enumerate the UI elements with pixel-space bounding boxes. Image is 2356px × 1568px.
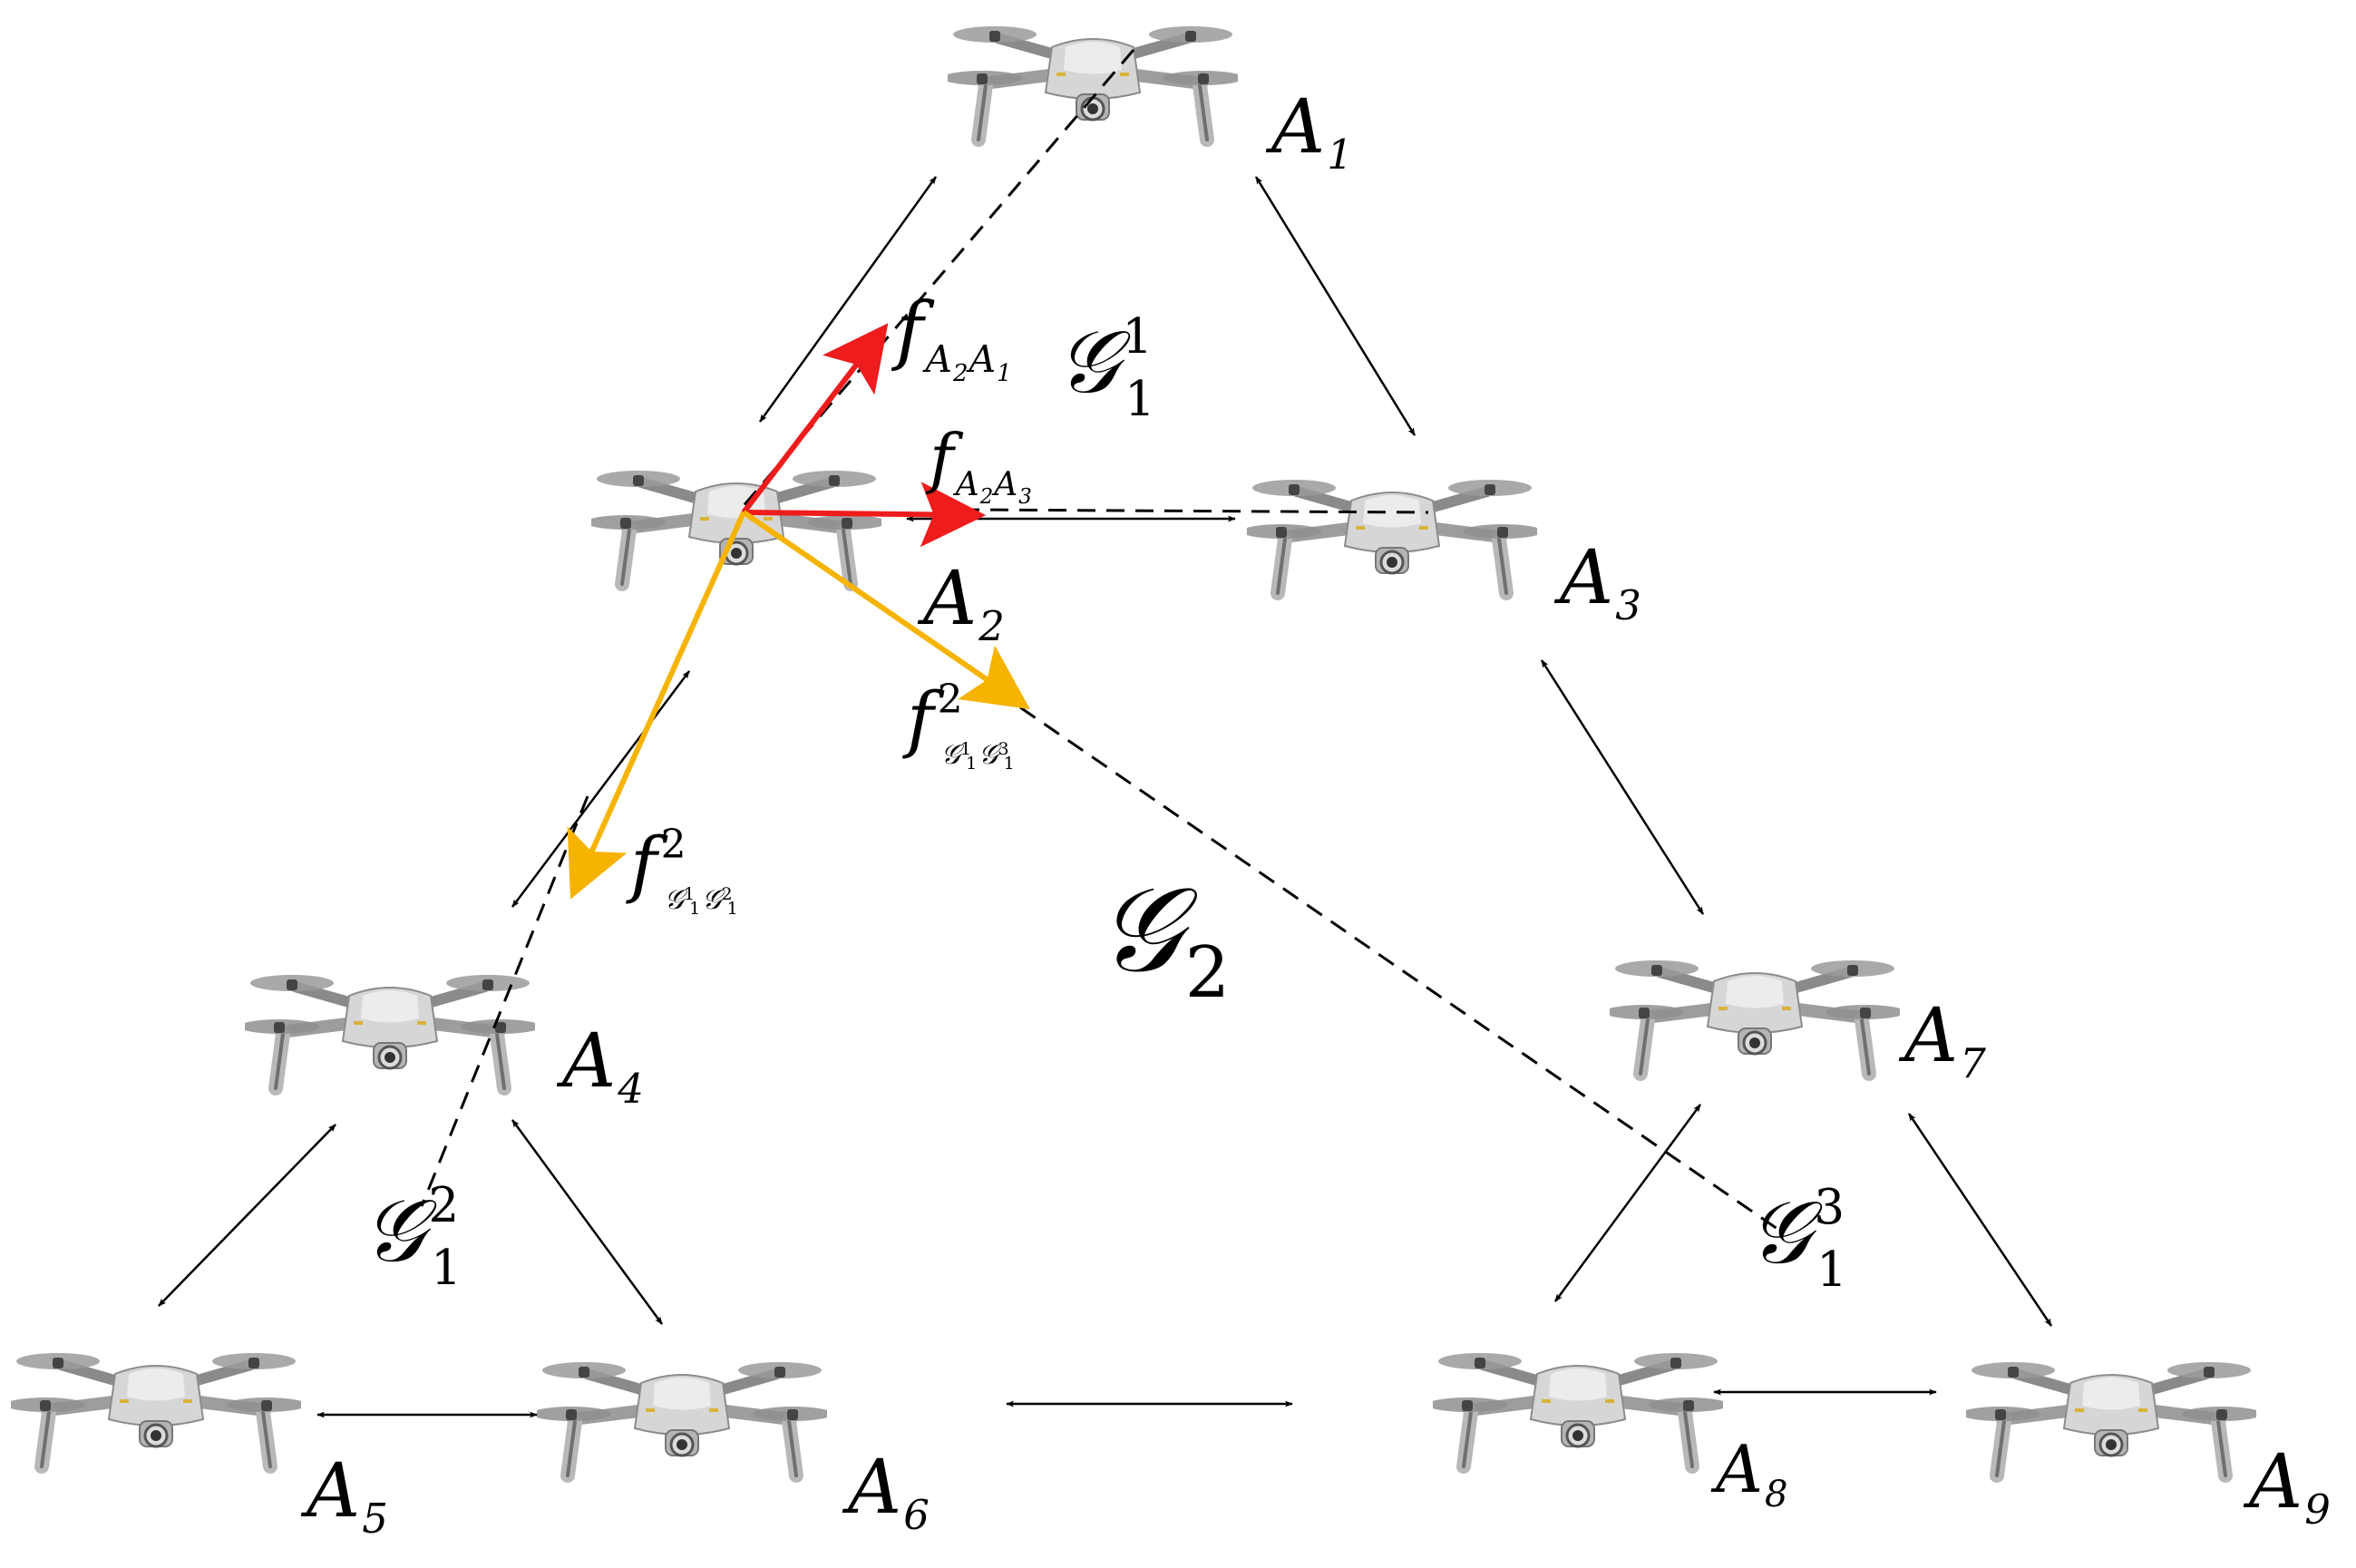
- force-vector-g1-g2: [567, 511, 746, 900]
- group-label-superscript: 2: [428, 1178, 459, 1233]
- agent-label-subscript: 6: [903, 1491, 930, 1539]
- agent-label-a4: A4: [556, 1018, 644, 1113]
- group-label-superscript: 1: [1122, 309, 1153, 365]
- force-label-subscript-index: 2: [979, 485, 994, 509]
- force-label-subscript-group-2-sup: 3: [998, 739, 1009, 759]
- group-label-subscript: 1: [1124, 372, 1155, 427]
- drone-a9-icon: [1961, 1362, 2262, 1475]
- force-label-subscript-group-sup: 1: [960, 739, 971, 759]
- link-a7-a8: [1553, 1104, 1702, 1302]
- agent-label-subscript: 1: [1327, 131, 1353, 179]
- force-label-subscript-group-sup: 1: [684, 884, 695, 904]
- force-label-subscript-group-sub: 1: [966, 754, 977, 774]
- force-label-subscript-index: 2: [952, 360, 969, 387]
- agent-label-a1: A1: [1265, 84, 1353, 179]
- group-label-base: 𝒢: [1097, 861, 1198, 998]
- drone-a4-icon: [239, 975, 540, 1088]
- drone-a7-icon: [1604, 960, 1905, 1074]
- group-label-g12: 𝒢2 1: [363, 1178, 462, 1296]
- group-label-g2: 𝒢2: [1097, 861, 1230, 1014]
- dashed-line-a2-g13: [1019, 706, 1778, 1231]
- group-label-base: 𝒢: [1056, 311, 1131, 413]
- group-label-g13: 𝒢3 1: [1748, 1180, 1847, 1298]
- force-label-subscript-group-sub: 1: [689, 899, 700, 919]
- agent-label-subscript: 2: [978, 602, 1005, 650]
- link-a1-a2: [758, 176, 938, 423]
- agent-label-base: A: [556, 1018, 616, 1105]
- agent-label-base: A: [917, 556, 977, 642]
- drone-a3-icon: [1241, 480, 1543, 593]
- drone-a1-icon: [942, 26, 1243, 140]
- force-label-subscript-group-2-sub: 1: [727, 899, 738, 919]
- agent-label-a3: A3: [1553, 535, 1641, 629]
- agent-label-base: A: [842, 1445, 901, 1531]
- link-a1-a3: [1254, 176, 1417, 436]
- link-a2-a4: [511, 670, 690, 908]
- group-label-superscript: 3: [1814, 1180, 1845, 1235]
- force-vector-a2-a1: [741, 323, 889, 514]
- agent-label-base: A: [300, 1448, 360, 1534]
- force-label-subscript-group-2-sup: 2: [722, 884, 733, 904]
- drone-a5-icon: [5, 1353, 307, 1466]
- agent-label-base: A: [1898, 993, 1958, 1079]
- agent-label-a8: A8: [1710, 1431, 1787, 1515]
- force-label-fA2A3: fA2A3: [925, 420, 1032, 509]
- force-label-subscript-group-2-sub: 1: [1004, 754, 1015, 774]
- group-label-base: 𝒢: [363, 1180, 437, 1281]
- dashed-line-a2-g12: [420, 795, 589, 1207]
- drone-a8-icon: [1427, 1353, 1728, 1466]
- agent-label-subscript: 8: [1765, 1474, 1787, 1515]
- force-label-fA2A1: fA2A1: [891, 287, 1012, 387]
- agent-label-a2: A2: [917, 556, 1005, 650]
- link-a7-a9: [1907, 1113, 2053, 1327]
- link-a4-a6: [511, 1119, 664, 1325]
- agent-label-base: A: [2243, 1439, 2302, 1525]
- force-label-subscript-agent: A: [921, 337, 952, 381]
- agent-label-subscript: 5: [362, 1495, 388, 1543]
- group-label-subscript: 1: [1816, 1242, 1847, 1298]
- force-label-subscript-agent-2: A: [966, 337, 997, 381]
- agent-label-base: A: [1553, 535, 1613, 621]
- force-label-superscript: 2: [661, 822, 686, 868]
- force-label-subscript-agent-2: A: [991, 466, 1017, 503]
- force-vector-a2-a3: [743, 482, 987, 548]
- force-label-subscript-index-2: 3: [1018, 485, 1032, 509]
- group-label-base: 𝒢: [1748, 1182, 1823, 1283]
- agent-label-a6: A6: [842, 1445, 930, 1539]
- force-vector-g1-g3: [742, 510, 1030, 710]
- agent-label-base: A: [1710, 1431, 1763, 1507]
- agent-label-subscript: 9: [2304, 1485, 2331, 1534]
- agent-label-a5: A5: [300, 1448, 388, 1543]
- agent-label-a7: A7: [1898, 993, 1986, 1087]
- agent-label-subscript: 7: [1960, 1039, 1986, 1087]
- link-a3-a7: [1540, 659, 1705, 915]
- group-label-subscript: 1: [431, 1241, 462, 1296]
- group-label-subscript: 2: [1185, 932, 1231, 1014]
- force-label-superscript: 2: [938, 677, 963, 723]
- agent-label-subscript: 4: [617, 1065, 644, 1113]
- agent-label-a9: A9: [2243, 1439, 2331, 1534]
- force-label-subscript-agent: A: [953, 466, 979, 503]
- link-a4-a5: [158, 1124, 336, 1307]
- force-label-subscript-index-2: 1: [997, 360, 1012, 387]
- agent-label-subscript: 3: [1615, 581, 1641, 629]
- group-label-g11: 𝒢1 1: [1056, 309, 1155, 427]
- dashed-line-a2-a3: [960, 508, 1429, 514]
- drone-a6-icon: [531, 1362, 832, 1475]
- agent-label-base: A: [1265, 84, 1325, 170]
